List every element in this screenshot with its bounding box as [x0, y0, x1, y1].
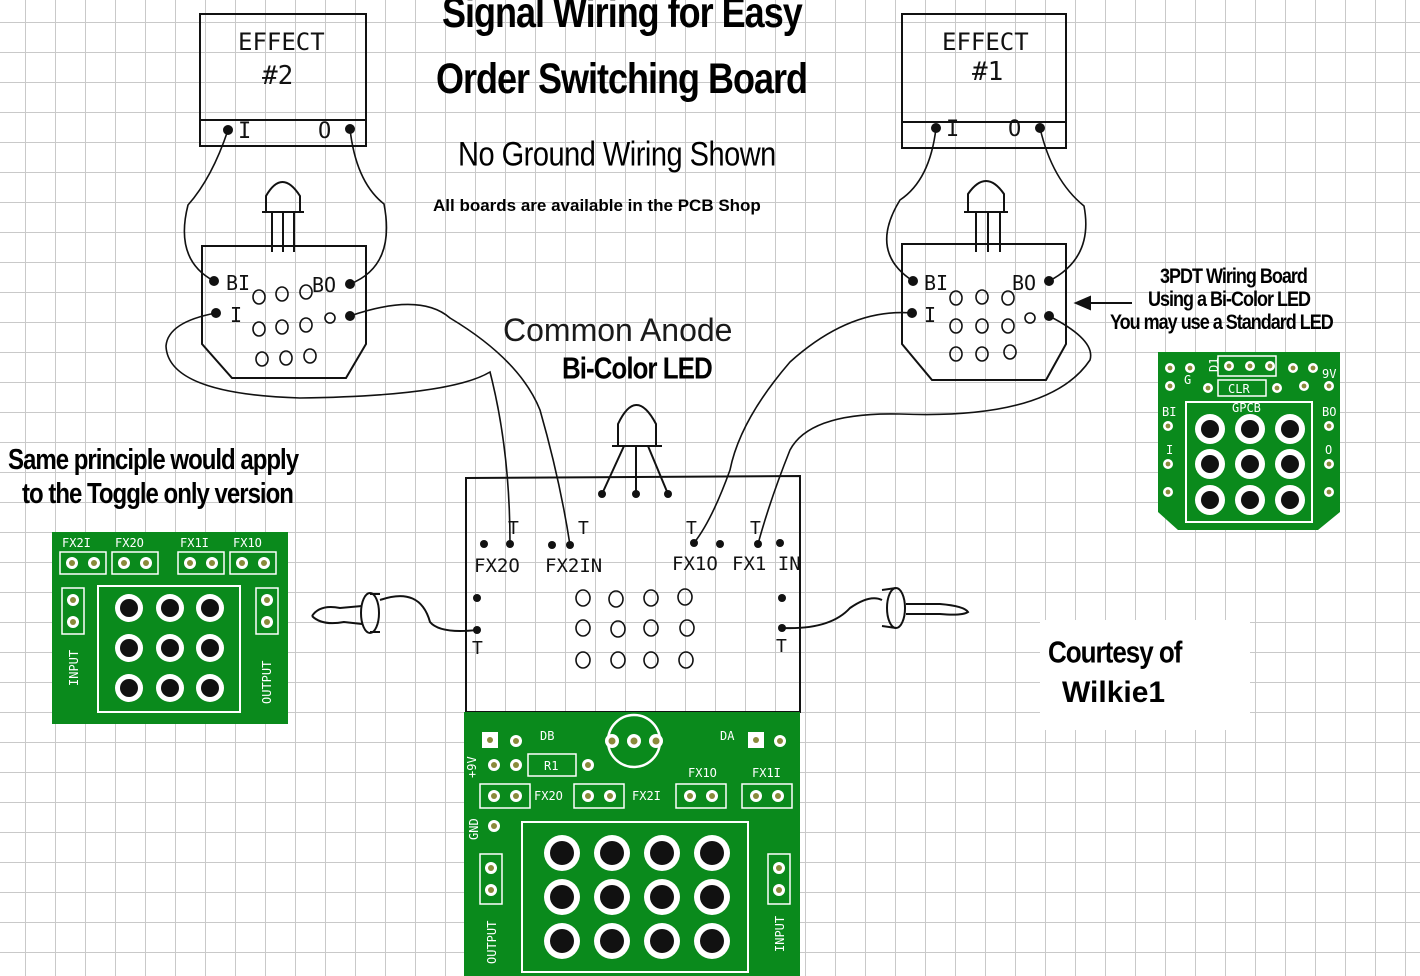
pcb-main-da: DA — [720, 729, 735, 743]
led-center-pin-3 — [664, 490, 672, 498]
pcb-3pdt-9v: 9V — [1322, 367, 1336, 381]
led-center-pin-1 — [598, 490, 606, 498]
pcb-toggle-fx2o: FX2O — [115, 536, 144, 550]
main-board-fx1in-label: FX1 IN — [732, 553, 801, 575]
pcb-main-db: DB — [540, 729, 554, 743]
main-board-t-3: T — [686, 518, 697, 539]
main-board-t-2: T — [578, 518, 589, 539]
pcb-3pdt-board: G D1 9V CLR GPCB BI BO I O — [1158, 352, 1340, 530]
input-jack-plug-left — [311, 592, 478, 634]
pcb-main-board: DB DA +9V R1 FX2O FX2I FX1O FX1I GND OUT… — [464, 712, 800, 976]
switch-right-bo-label: BO — [1012, 271, 1036, 295]
pcb-main-9v: +9V — [465, 756, 479, 778]
main-board-fx1o-label: FX1O — [672, 553, 718, 575]
led-left-icon — [262, 181, 304, 252]
pcb-main-fx2i: FX2I — [632, 789, 661, 803]
pcb-3pdt-o: O — [1325, 443, 1332, 457]
switch-left-i-label: I — [230, 303, 242, 327]
switch-right-lugs — [949, 289, 1036, 362]
main-board-t-4: T — [750, 518, 761, 539]
pcb-3pdt-clr: CLR — [1228, 382, 1250, 396]
title-line-1: Signal Wiring for Easy — [442, 0, 803, 37]
toggle-note-line-1: Same principle would apply — [8, 444, 299, 476]
led-center-pin-2 — [632, 490, 640, 498]
pcb-main-input: INPUT — [773, 916, 787, 952]
switch-right-i-label: I — [924, 303, 936, 327]
effect-2-label-1: EFFECT — [238, 28, 325, 56]
pcb-3pdt-gpcb: GPCB — [1232, 401, 1261, 415]
pcb-toggle-fx1i: FX1I — [180, 536, 209, 550]
courtesy-line-1: Courtesy of — [1048, 634, 1182, 670]
wiring-board-line-3: You may use a Standard LED — [1110, 310, 1334, 334]
led-right-icon — [964, 180, 1008, 252]
pcb-main-output: OUTPUT — [485, 921, 499, 964]
arrow-icon — [1073, 295, 1132, 311]
effect-1-in-jack — [931, 123, 941, 133]
pcb-3pdt-g: G — [1184, 373, 1191, 387]
main-board-lugs — [575, 588, 695, 669]
switch-left-bi-label: BI — [226, 271, 250, 295]
pcb-main-fx1i: FX1I — [752, 766, 781, 780]
main-board-t-6: T — [776, 636, 787, 657]
pcb-main-fx2o: FX2O — [534, 789, 563, 803]
main-board-t-1: T — [508, 518, 519, 539]
effect-2-box — [199, 13, 367, 147]
main-board-outline — [465, 474, 801, 713]
main-board-fx2in-label: FX2IN — [545, 555, 602, 577]
effect-1-out-label: O — [1008, 117, 1021, 142]
wiring-board-line-1: 3PDT Wiring Board — [1160, 264, 1308, 288]
pcb-main-gnd: GND — [467, 818, 481, 840]
wiring-board-line-2: Using a Bi-Color LED — [1148, 287, 1311, 311]
output-jack-plug-right — [781, 587, 970, 630]
led-label-bicolor: Bi-Color LED — [562, 350, 713, 386]
effect-1-box — [901, 13, 1067, 149]
led-center-icon — [601, 404, 669, 495]
switch-left-outline — [201, 245, 367, 379]
led-label-common-anode: Common Anode — [503, 312, 733, 348]
pcb-3pdt-i: I — [1166, 443, 1173, 457]
effect-1-in-label: I — [946, 117, 959, 142]
pcb-toggle-board: FX2I FX2O FX1I FX1O INPUT OUTPUT — [52, 532, 288, 724]
pcb-toggle-fx2i: FX2I — [62, 536, 91, 550]
pcb-toggle-input: INPUT — [67, 650, 81, 686]
switch-left-bo-label: BO — [312, 273, 336, 297]
effect-1-label-2: #1 — [972, 57, 1003, 87]
pcb-main-r1: R1 — [544, 759, 558, 773]
main-board-pins — [473, 539, 786, 634]
effect-2-out-label: O — [318, 119, 331, 144]
pcb-toggle-output: OUTPUT — [260, 661, 274, 704]
effect-2-in-label: I — [238, 119, 251, 144]
switch-left-lugs — [252, 284, 336, 367]
pcb-3pdt-bo: BO — [1322, 405, 1336, 419]
pcb-3pdt-bi: BI — [1162, 405, 1176, 419]
note-pcb-shop: All boards are available in the PCB Shop — [433, 196, 761, 215]
pcb-toggle-fx1o: FX1O — [233, 536, 262, 550]
effect-1-label-1: EFFECT — [942, 28, 1029, 56]
pcb-3pdt-d1: D1 — [1207, 358, 1221, 372]
courtesy-line-2: Wilkie1 — [1062, 676, 1166, 709]
switch-right-bi-label: BI — [924, 271, 948, 295]
pcb-main-fx1o: FX1O — [688, 766, 717, 780]
switch-right-outline — [901, 243, 1067, 381]
toggle-note-line-2: to the Toggle only version — [22, 478, 294, 510]
main-board-fx2o-label: FX2O — [474, 555, 520, 577]
subtitle: No Ground Wiring Shown — [458, 136, 776, 174]
courtesy-patch — [1040, 620, 1250, 730]
signal-wires — [165, 127, 1092, 546]
main-board-t-5: T — [472, 638, 483, 659]
title-line-2: Order Switching Board — [436, 54, 808, 103]
effect-2-label-2: #2 — [262, 61, 293, 91]
